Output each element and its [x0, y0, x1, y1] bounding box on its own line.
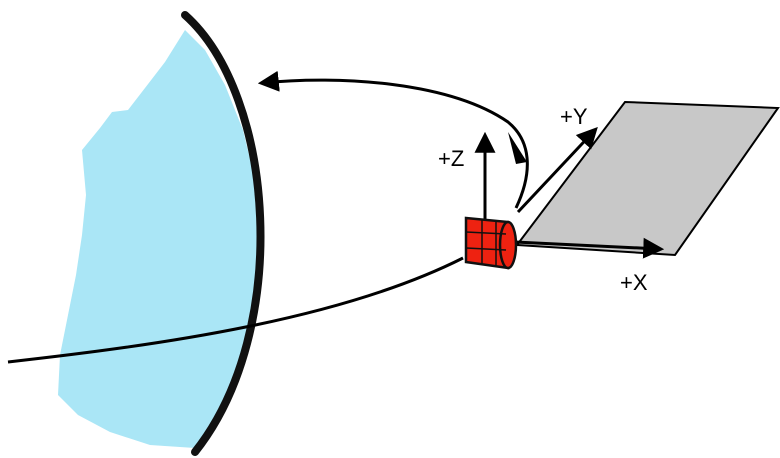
satellite-icon: [464, 216, 518, 270]
x-axis-label: +X: [620, 270, 648, 295]
x-axis-arrow: [514, 237, 665, 259]
planet-surface: [58, 30, 260, 448]
z-axis-label: +Z: [438, 146, 464, 171]
rotation-arrow-tip-icon: [508, 132, 527, 164]
planet-limb-arc: [181, 11, 265, 456]
rotation-arrow: [257, 70, 529, 209]
solar-panel-icon: [515, 100, 780, 257]
orbit-path: [7, 256, 464, 364]
y-axis-arrow: [516, 126, 598, 214]
y-axis-label: +Y: [560, 104, 588, 129]
